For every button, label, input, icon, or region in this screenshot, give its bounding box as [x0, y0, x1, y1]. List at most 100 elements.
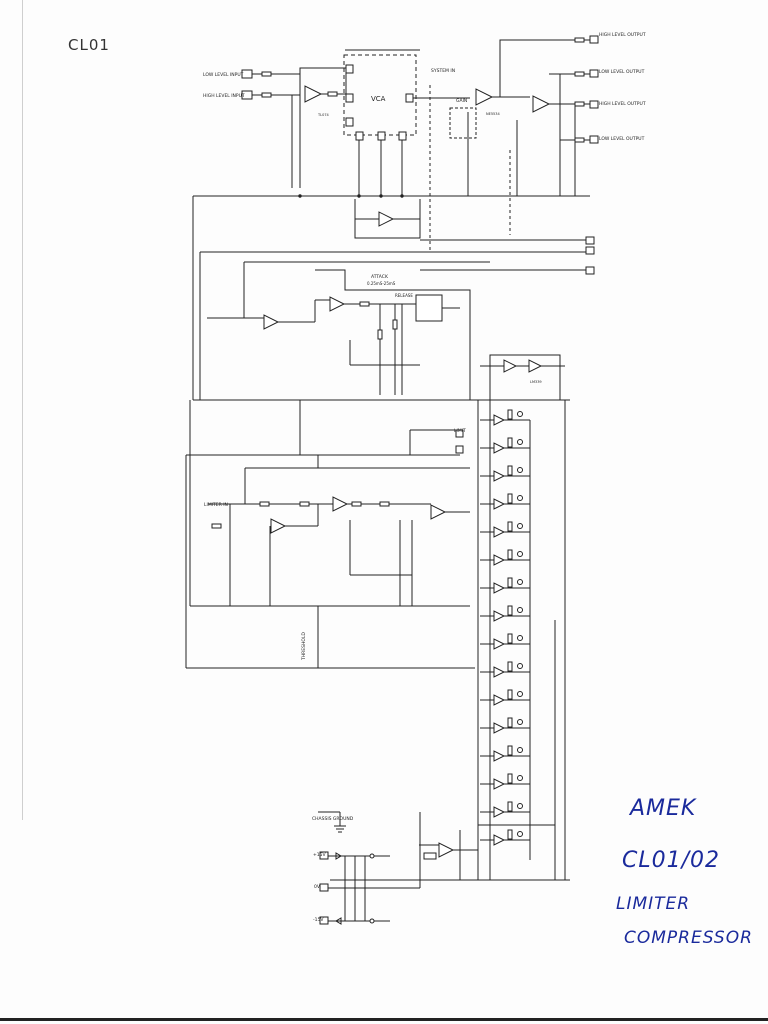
- opamp-symbol: [438, 842, 455, 858]
- led-symbol: [517, 663, 523, 669]
- resistor-symbol: [507, 689, 513, 700]
- resistor-symbol: [507, 661, 513, 672]
- power-connector: [319, 851, 329, 860]
- opamp-symbol: [493, 806, 506, 818]
- output-connector: [589, 135, 599, 144]
- title-brand: AMEK: [630, 796, 697, 821]
- led-symbol: [517, 579, 523, 585]
- high-level-input-label: HIGH LEVEL INPUT: [203, 93, 245, 99]
- opamp-symbol: [493, 526, 506, 538]
- component-box: [423, 852, 437, 860]
- resistor-symbol: [211, 523, 222, 529]
- led-symbol: [517, 803, 523, 809]
- release-box: [415, 294, 443, 322]
- resistor-symbol: [259, 501, 270, 507]
- wire: [492, 39, 590, 98]
- attack-range-label: 0.25mS-25mS: [367, 281, 396, 286]
- opamp-symbol: [493, 694, 506, 706]
- limit-label: LIMIT: [454, 428, 466, 434]
- led-symbol: [517, 747, 523, 753]
- opamp-symbol: [329, 296, 346, 312]
- opamp-symbol: [493, 638, 506, 650]
- low-level-input-label: LOW LEVEL INPUT: [203, 72, 244, 78]
- led-symbol: [517, 775, 523, 781]
- opamp-type-3: LM339: [530, 380, 542, 384]
- opamp-symbol: [493, 582, 506, 594]
- limiter-in-label: LIMITER IN: [204, 502, 228, 508]
- title-line-compressor: COMPRESSOR: [624, 928, 753, 948]
- ov-label: 0V: [314, 884, 321, 890]
- pos-supply-label: +15V: [313, 852, 326, 858]
- connector: [585, 236, 595, 245]
- output-label-3: HIGH LEVEL OUTPUT: [599, 101, 646, 107]
- opamp-symbol: [304, 85, 323, 103]
- resistor-symbol: [379, 501, 390, 507]
- output-label-2: LOW LEVEL OUTPUT: [599, 69, 645, 75]
- resistor-symbol: [507, 409, 513, 420]
- power-connector: [319, 883, 329, 892]
- title-model: CL01/02: [622, 848, 721, 873]
- opamp-symbol: [532, 95, 551, 113]
- resistor-symbol: [507, 493, 513, 504]
- opamp-symbol: [270, 518, 287, 534]
- led-symbol: [517, 411, 523, 417]
- page-margin-line: [22, 0, 23, 820]
- output-connector: [589, 69, 599, 78]
- opamp-symbol: [493, 666, 506, 678]
- resistor-symbol: [507, 549, 513, 560]
- opamp-symbol: [493, 554, 506, 566]
- vca-pin: [345, 93, 354, 103]
- supply-terminal: [369, 918, 375, 924]
- components: [211, 35, 599, 925]
- resistor-symbol: [574, 37, 585, 43]
- opamp-symbol: [332, 496, 349, 512]
- junction-dot: [400, 194, 404, 198]
- opamp-symbol: [493, 778, 506, 790]
- opamp-type-1: TL074: [317, 113, 330, 117]
- junction-dot: [379, 194, 383, 198]
- input-connector: [241, 90, 253, 100]
- resistor-symbol: [507, 465, 513, 476]
- vca-pin: [355, 131, 364, 141]
- resistor-symbol: [507, 801, 513, 812]
- opamp-symbol: [430, 504, 447, 520]
- diode-symbol: [335, 917, 342, 925]
- vca-pin: [345, 64, 354, 74]
- resistor-symbol: [351, 501, 362, 507]
- connector: [585, 246, 595, 255]
- gain-label: GAIN: [456, 98, 467, 104]
- led-symbol: [517, 439, 523, 445]
- opamp-symbol: [493, 834, 506, 846]
- release-label: RELEASE: [395, 293, 413, 298]
- system-in-label: SYSTEM IN: [431, 68, 455, 74]
- resistor-symbol: [574, 101, 585, 107]
- resistor-symbol: [507, 829, 513, 840]
- resistor-symbol: [507, 745, 513, 756]
- opamp-symbol: [528, 359, 543, 373]
- resistor-symbol: [327, 91, 338, 97]
- wire: [299, 67, 347, 94]
- limit-connector: [455, 445, 464, 454]
- opamp-symbol: [493, 470, 506, 482]
- resistor-symbol: [507, 577, 513, 588]
- opamp-symbol: [493, 498, 506, 510]
- led-symbol: [517, 607, 523, 613]
- supply-terminal: [369, 853, 375, 859]
- neg-supply-label: -15V: [313, 917, 324, 923]
- resistor-symbol: [261, 92, 272, 98]
- corner-label: CL01: [68, 36, 110, 54]
- power-connector: [319, 916, 329, 925]
- resistor-symbol: [507, 521, 513, 532]
- output-connector: [589, 100, 599, 109]
- resistor-symbol: [261, 71, 272, 77]
- connector: [585, 266, 595, 275]
- opamp-symbol: [475, 88, 494, 106]
- resistor-symbol: [507, 717, 513, 728]
- opamp-symbol: [263, 314, 280, 330]
- opamp-symbol: [493, 610, 506, 622]
- led-symbol: [517, 467, 523, 473]
- output-connector: [589, 35, 599, 44]
- led-symbol: [517, 831, 523, 837]
